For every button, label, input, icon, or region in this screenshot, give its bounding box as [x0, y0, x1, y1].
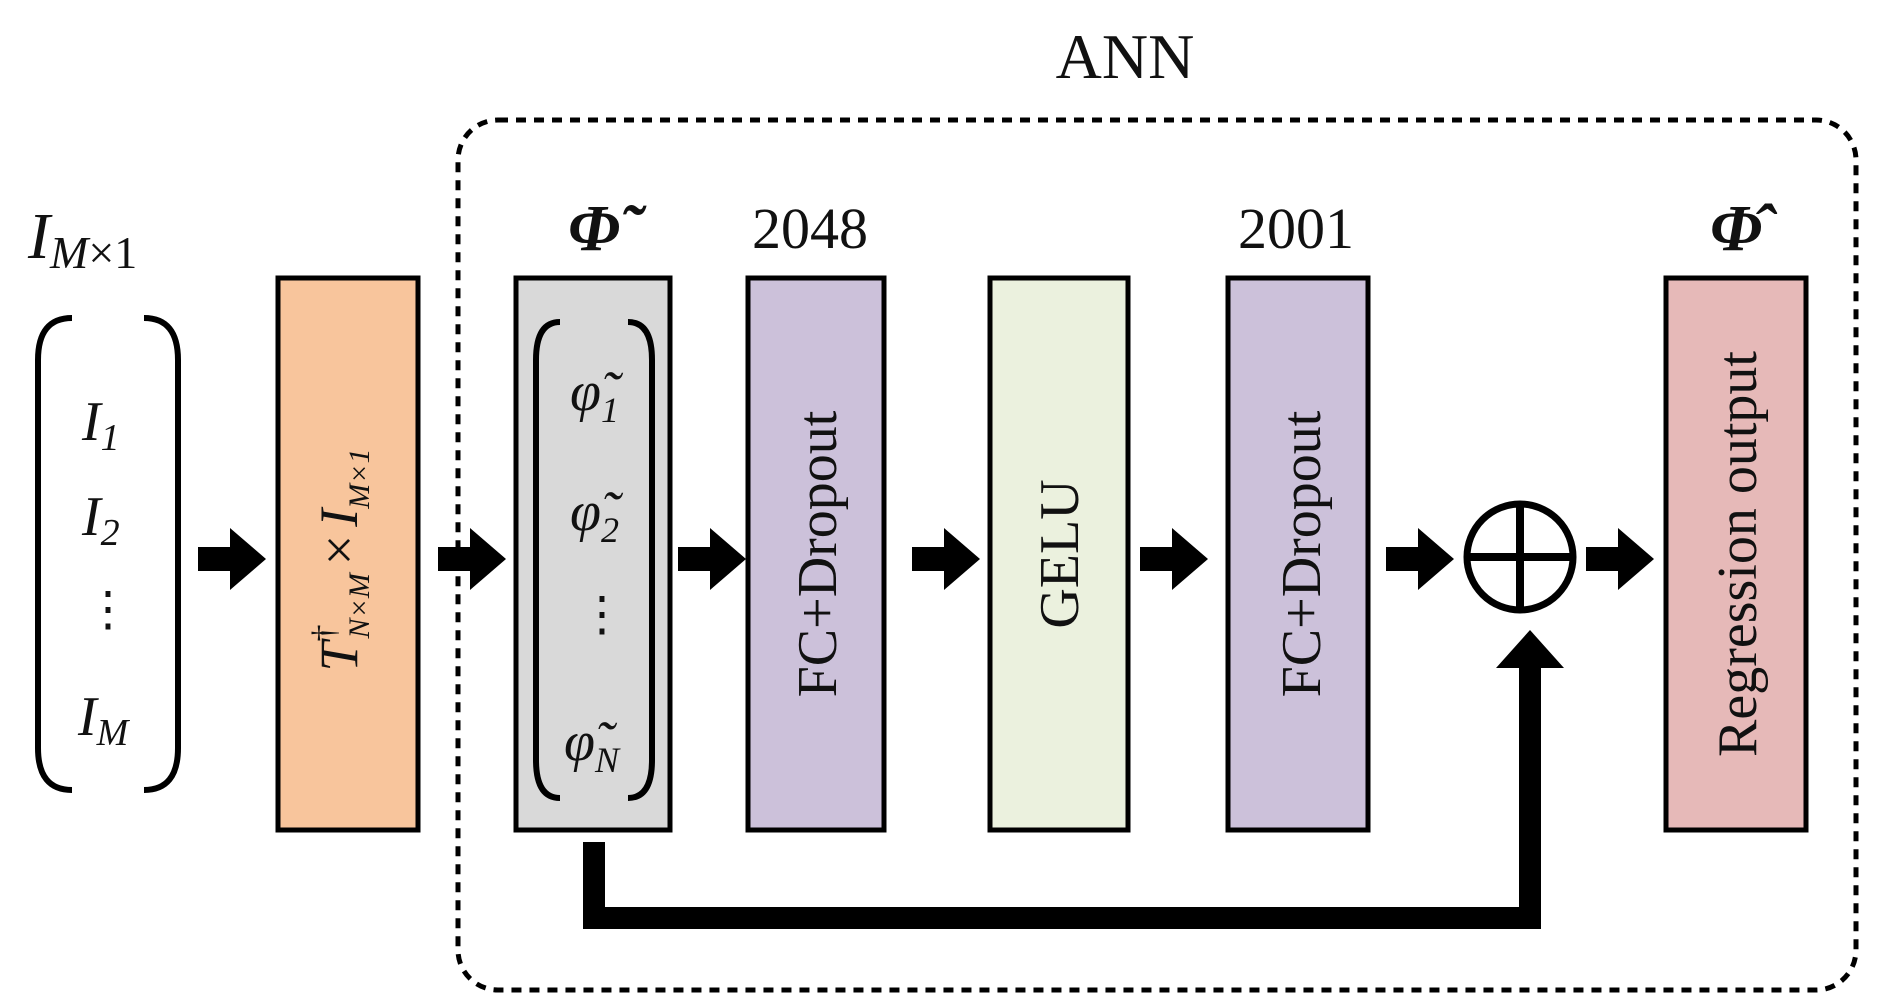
add-symbol [1463, 500, 1577, 614]
transform-block [275, 275, 421, 833]
input-item-1: I1 [81, 391, 120, 459]
arrow-gelu-to-fc2 [1140, 528, 1208, 590]
skip-connection [583, 630, 1564, 929]
arrow-transform-to-phi [438, 528, 506, 590]
arrow-add-to-output [1586, 528, 1654, 590]
gelu-block [987, 275, 1131, 833]
fc2-block [1225, 275, 1371, 833]
svg-text:T†N×M×IM×1: T†N×M×IM×1 [306, 449, 376, 672]
phi-left-paren [533, 319, 561, 801]
output-header: Φ̂ [1710, 192, 1778, 265]
phi-item-ellipsis: ⋮ [578, 588, 626, 641]
fc1-block-label: FC+Dropout [787, 410, 849, 697]
output-block-label: Regression output [1707, 351, 1769, 757]
phi-tilde-items: φ̃1 φ̃2 ⋮ φ̃N [564, 361, 626, 780]
arrow-fc2-to-add [1386, 528, 1454, 590]
gelu-block-label: GELU [1029, 479, 1091, 628]
arrow-phi-to-fc1 [678, 528, 746, 590]
input-item-ellipsis: ⋮ [84, 583, 132, 636]
fc2-block-label: FC+Dropout [1271, 410, 1333, 697]
arrow-input-to-transform [198, 528, 266, 590]
input-vector-header: IM×1 [27, 200, 137, 278]
fc1-block [745, 275, 887, 833]
fc2-header: 2001 [1238, 196, 1354, 261]
arrow-fc1-to-gelu [912, 528, 980, 590]
fc1-header: 2048 [752, 196, 868, 261]
transform-block-label: T†N×M×IM×1 [306, 449, 376, 672]
input-right-paren [143, 315, 181, 793]
phi-tilde-header: Φ̃ [568, 192, 647, 265]
ann-title: ANN [1056, 21, 1195, 92]
input-item-2: I2 [81, 486, 120, 554]
input-item-m: IM [77, 686, 131, 754]
phi-item-1: φ̃1 [570, 361, 624, 430]
output-block [1663, 275, 1809, 833]
phi-tilde-block [513, 275, 673, 833]
phi-right-paren [627, 319, 655, 801]
input-vector-items: I1 I2 ⋮ IM [77, 391, 132, 754]
phi-item-n: φ̃N [564, 711, 621, 780]
input-left-paren [35, 315, 73, 793]
